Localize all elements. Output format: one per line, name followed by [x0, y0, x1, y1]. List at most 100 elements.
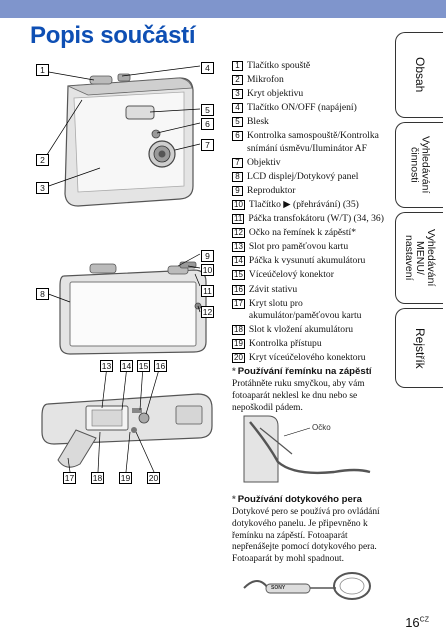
- callout-2: 2: [36, 154, 49, 166]
- callout-14: 14: [120, 360, 133, 372]
- item-text: Páčka transfokátoru (W/T) (34, 36): [248, 213, 384, 225]
- tab-menu-settings-search[interactable]: Vyhledávání MENU/ nastavení: [395, 212, 443, 304]
- page-number: 16CZ: [405, 615, 429, 630]
- callout-4: 4: [201, 62, 214, 74]
- item-text: Závit stativu: [248, 283, 298, 295]
- callout-12: 12: [201, 306, 214, 318]
- callout-8: 8: [36, 288, 49, 300]
- tab-index[interactable]: Rejstřík: [395, 308, 443, 388]
- tab-contents-label: Obsah: [413, 57, 427, 93]
- item-text: Objektiv: [247, 156, 281, 168]
- item-number: 7: [232, 157, 243, 168]
- list-item: 9 Reproduktor: [232, 185, 392, 197]
- item-text: Víceúčelový konektor: [248, 269, 334, 281]
- item-number: 1: [232, 61, 243, 71]
- item-number: 6: [232, 131, 243, 142]
- footnote-star: *: [232, 494, 236, 505]
- item-text: Kryt víceúčelového konektoru: [248, 351, 366, 363]
- list-item: 2 Mikrofon: [232, 74, 392, 86]
- strap-note-title-text: Používání řemínku na zápěstí: [237, 366, 372, 377]
- list-item: 1 Tlačítko spouště: [232, 60, 392, 72]
- page-title: Popis součástí: [30, 22, 196, 49]
- item-number: 12: [232, 228, 245, 239]
- item-number: 13: [232, 242, 245, 253]
- item-text: Očko na řemínek k zápěstí*: [248, 227, 356, 239]
- tab-menu-settings-search-label: Vyhledávání MENU/ nastavení: [403, 229, 437, 287]
- tab-operation-search[interactable]: Vyhledávání činnosti: [395, 122, 443, 208]
- camera-bottom-illustration: [41, 365, 213, 473]
- item-text: Kryt slotu pro akumulátor/paměťovou kart…: [248, 297, 362, 321]
- item-text: Tlačítko ON/OFF (napájení): [247, 102, 357, 114]
- item-number: 10: [232, 199, 245, 210]
- callout-16: 16: [154, 360, 167, 372]
- item-number: 19: [232, 338, 245, 349]
- strap-note-body: Protáhněte ruku smyčkou, aby vám fotoapa…: [232, 379, 365, 413]
- footnote-star: *: [232, 366, 236, 377]
- camera-rear-illustration: [42, 253, 207, 355]
- item-number: 14: [232, 256, 245, 267]
- callout-9: 9: [201, 250, 214, 262]
- strap-hook-label: Očko: [312, 423, 331, 432]
- callout-11: 11: [201, 285, 214, 297]
- item-text: Mikrofon: [247, 74, 284, 86]
- tab-operation-search-label: Vyhledávání činnosti: [408, 136, 432, 194]
- stylus-illustration: [243, 572, 371, 600]
- callout-17: 17: [63, 472, 76, 484]
- callout-6: 6: [201, 118, 214, 130]
- callout-3: 3: [36, 182, 49, 194]
- strap-note-title: *Používání řemínku na zápěstí: [232, 366, 372, 377]
- tab-index-label: Rejstřík: [413, 327, 427, 369]
- callout-13: 13: [100, 360, 113, 372]
- callout-1: 1: [36, 64, 49, 76]
- camera-front-illustration: [42, 65, 201, 207]
- item-text: Kontrolka přístupu: [248, 337, 322, 349]
- pen-note-title-text: Používání dotykového pera: [237, 494, 362, 505]
- callout-19: 19: [119, 472, 132, 484]
- sony-logo: SONY: [271, 585, 286, 591]
- item-number: 8: [232, 171, 243, 182]
- callout-10: 10: [201, 264, 214, 276]
- item-number: 15: [232, 270, 245, 281]
- list-item: 7 Objektiv: [232, 157, 392, 169]
- list-item: 5 Blesk: [232, 116, 392, 128]
- header-bar: [0, 0, 446, 18]
- item-text: Kontrolka samospouště/Kontrolka snímání …: [247, 130, 379, 154]
- item-text: Tlačítko spouště: [247, 60, 311, 71]
- callout-5: 5: [201, 104, 214, 116]
- wrist-strap-illustration: [243, 415, 371, 483]
- item-number: 5: [232, 117, 243, 128]
- item-number: 16: [232, 284, 245, 295]
- item-number: 4: [232, 103, 243, 114]
- item-text: Páčka k vysunutí akumulátoru: [248, 255, 366, 267]
- page-number-value: 16: [405, 615, 420, 630]
- item-text: Reproduktor: [247, 184, 296, 196]
- page-number-suffix: CZ: [419, 616, 429, 624]
- list-item: 6 Kontrolka samospouště/Kontrolka snímání…: [232, 130, 392, 154]
- item-text: Slot k vložení akumulátoru: [248, 323, 354, 335]
- callout-20: 20: [147, 472, 160, 484]
- item-text: Tlačítko ▶ (přehrávání) (35): [248, 198, 359, 210]
- callout-7: 7: [201, 139, 214, 151]
- item-number: 9: [232, 185, 243, 196]
- item-number: 20: [232, 352, 245, 363]
- item-text: Blesk: [247, 116, 269, 128]
- list-item: 4 Tlačítko ON/OFF (napájení): [232, 102, 392, 114]
- item-number: 11: [232, 214, 245, 225]
- item-number: 18: [232, 324, 245, 335]
- item-number: 2: [232, 75, 243, 86]
- item-number: 17: [232, 298, 245, 309]
- pen-note-body: Dotykové pero se používá pro ovládání do…: [232, 507, 380, 565]
- tab-contents[interactable]: Obsah: [395, 32, 443, 118]
- callout-18: 18: [91, 472, 104, 484]
